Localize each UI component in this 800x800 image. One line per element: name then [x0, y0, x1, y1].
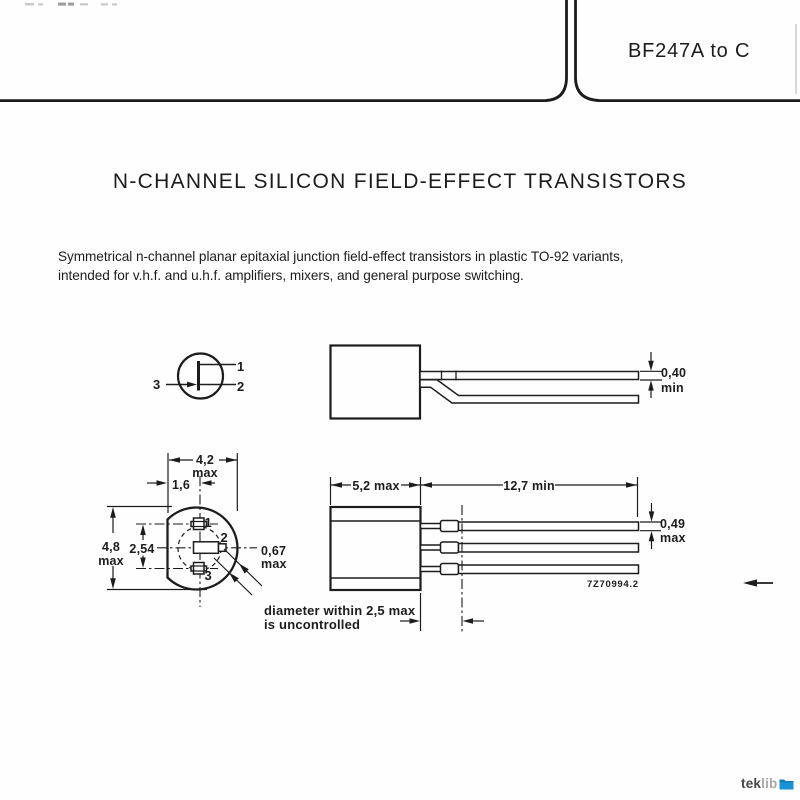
bottom-view-pin3-label: 3 — [205, 568, 212, 583]
uncontrolled-zone-note-line2: is uncontrolled — [264, 617, 360, 632]
scan-artifact-marks — [25, 2, 117, 6]
dim-lead-width-qualifier: max — [261, 557, 287, 571]
symbol-pin1-label: 1 — [237, 359, 244, 374]
front-side-view-linework — [329, 477, 661, 634]
scan-artifact-edge — [795, 24, 797, 94]
bottom-view-pin2-label: 2 — [221, 530, 228, 545]
description-line1: Symmetrical n-channel planar epitaxial j… — [58, 249, 624, 264]
dim-lead-width-value: 0,67 — [261, 544, 286, 558]
dim-pin-pitch-value: 2,54 — [129, 542, 154, 556]
dim-lead-length-value: 12,7 min — [503, 479, 555, 493]
brand-text-bold: tek — [741, 776, 762, 791]
page-title: N-CHANNEL SILICON FIELD-EFFECT TRANSISTO… — [112, 170, 688, 193]
brand-text-light: lib — [761, 776, 778, 791]
jfet-symbol-linework — [166, 352, 236, 400]
brand-folder-icon — [779, 779, 794, 790]
symbol-pin3-label: 3 — [153, 377, 160, 392]
description-paragraph: Symmetrical n-channel planar epitaxial j… — [58, 247, 624, 285]
margin-pointer-arrow — [743, 579, 773, 587]
dim-lead-thickness-top-value: 0,40 — [661, 366, 686, 380]
symbol-pin2-label: 2 — [237, 379, 244, 394]
dim-flat-offset-value: 1,6 — [172, 478, 190, 492]
drawing-code: 7Z70994.2 — [587, 579, 639, 590]
bottom-view-pin1-label: 1 — [205, 515, 212, 530]
top-side-view-linework — [329, 344, 662, 420]
header-divider-rule — [0, 0, 800, 102]
bottom-view-linework — [107, 453, 484, 631]
dim-lead-thickness-front-qualifier: max — [660, 531, 686, 545]
description-line2: intended for v.h.f. and u.h.f. amplifier… — [58, 268, 524, 283]
dim-body-height-qualifier: max — [98, 554, 124, 568]
device-type-code: BF247A to C — [628, 40, 751, 62]
diagram-labels: 1 2 3 0,40 min 4,2 max 1,6 4,8 max 2,54 … — [98, 359, 686, 632]
dim-body-width-value: 4,2 — [196, 453, 214, 467]
dim-body-length-value: 5,2 max — [352, 479, 399, 493]
dim-body-width-qualifier: max — [192, 466, 218, 480]
dim-lead-thickness-top-qualifier: min — [661, 381, 684, 395]
uncontrolled-zone-note-line1: diameter within 2,5 max — [264, 603, 416, 618]
dim-body-height-value: 4,8 — [102, 540, 120, 554]
dim-lead-thickness-front-value: 0,49 — [660, 517, 685, 531]
